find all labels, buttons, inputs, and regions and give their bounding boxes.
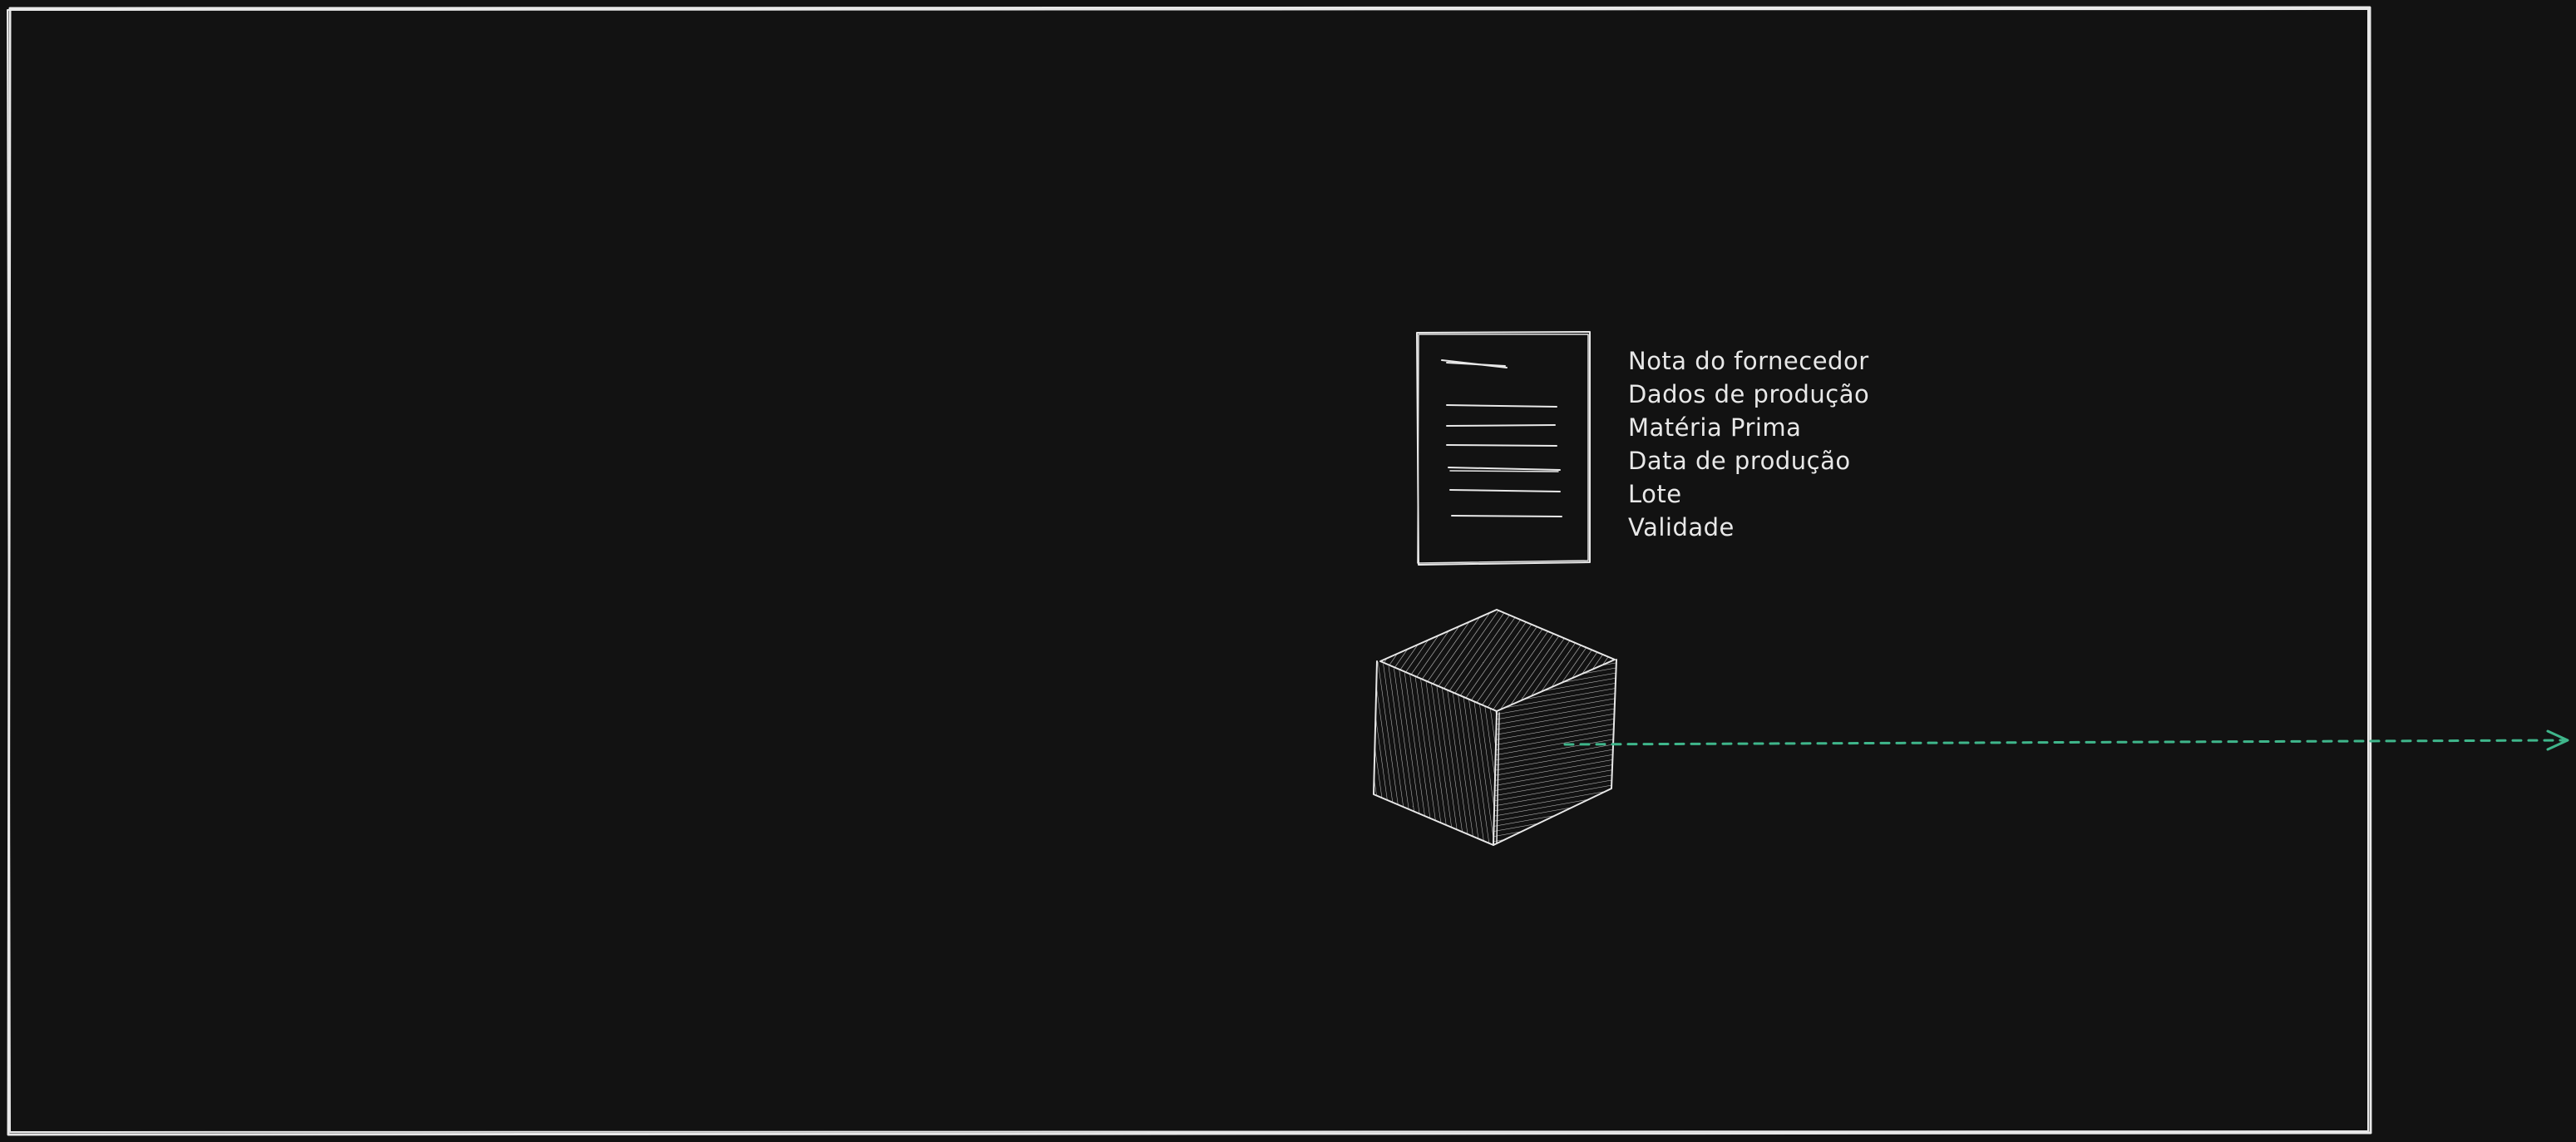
document-icon (1416, 331, 1591, 566)
label-data-de-producao: Data de produção (1628, 447, 1851, 475)
frame (7, 6, 2372, 1136)
label-materia-prima: Matéria Prima (1628, 413, 1801, 442)
label-lote: Lote (1628, 480, 1682, 508)
flow-arrow (1563, 729, 2569, 751)
document-labels: Nota do fornecedor Dados de produção Mat… (1628, 347, 1869, 541)
label-validade: Validade (1628, 513, 1735, 541)
label-dados-de-producao: Dados de produção (1628, 380, 1869, 408)
product-box-icon (1373, 609, 1617, 846)
label-nota-do-fornecedor: Nota do fornecedor (1628, 347, 1869, 375)
